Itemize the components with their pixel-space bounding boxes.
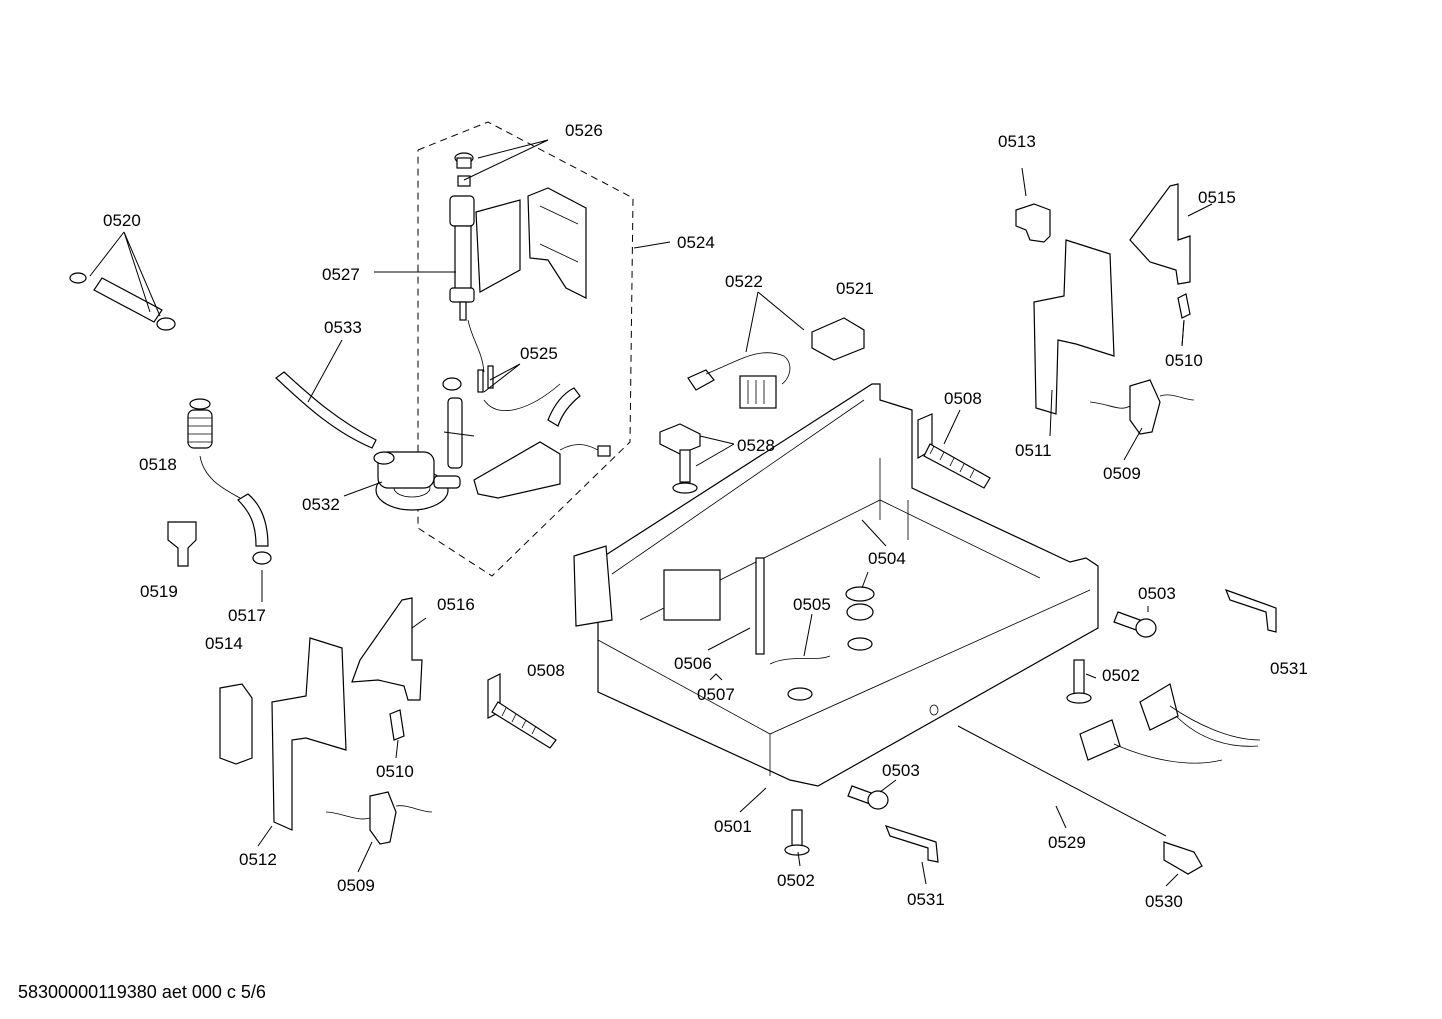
callout-0525: 0525 [520, 344, 558, 363]
callout-0513: 0513 [998, 132, 1036, 151]
part-0513-clip [1015, 203, 1051, 243]
part-wiring-harness [1079, 683, 1261, 764]
callout-0502-bottom: 0502 [777, 871, 815, 890]
part-0531-rail-right [1224, 588, 1277, 633]
callout-0506: 0506 [674, 654, 712, 673]
callout-0517: 0517 [228, 606, 266, 625]
callout-0508-top: 0508 [944, 389, 982, 408]
part-0510-clip-bottom [389, 709, 405, 741]
callout-0502-right: 0502 [1102, 666, 1140, 685]
part-0522-cable [687, 352, 791, 409]
pump-assembly-boundary [417, 121, 634, 577]
callout-0516: 0516 [437, 595, 475, 614]
callout-0509-bottom: 0509 [337, 876, 375, 895]
callout-0527: 0527 [322, 265, 360, 284]
part-0519-clip [167, 521, 197, 567]
part-0502-screw-bottom [784, 809, 810, 856]
callout-0515: 0515 [1198, 188, 1236, 207]
part-0512-bracket [271, 637, 347, 831]
part-0503-bolt-bottom [847, 785, 889, 810]
document-id-footer: 58300000119380 aet 000 c 5/6 [18, 982, 266, 1002]
callout-0532: 0532 [302, 495, 340, 514]
part-0511-bracket [1033, 239, 1115, 415]
part-0501-base [573, 383, 1099, 787]
callout-labels: 0526 0524 0527 0520 0533 0525 0518 0532 … [103, 121, 1308, 911]
part-0510-clip-top [1177, 293, 1191, 319]
part-0515-bracket [1129, 183, 1191, 285]
callout-0501: 0501 [714, 817, 752, 836]
leader-lines [89, 139, 1213, 887]
part-0508-spring-bottom [487, 673, 557, 749]
part-0532-pump [373, 451, 461, 511]
callout-0508-bottom: 0508 [527, 661, 565, 680]
callout-0512: 0512 [239, 850, 277, 869]
callout-0509-top: 0509 [1103, 464, 1141, 483]
part-0518-spring [187, 398, 213, 449]
callout-0503-bottom: 0503 [882, 761, 920, 780]
part-0525-hose-coil [473, 387, 611, 499]
part-0514-clip [219, 683, 253, 765]
part-0529-rod [957, 725, 1167, 837]
callout-0510-top: 0510 [1165, 351, 1203, 370]
callout-0503-top: 0503 [1138, 584, 1176, 603]
part-0530-cap [1163, 841, 1203, 875]
part-0508-spring-top [917, 413, 991, 489]
part-0527-valve [449, 187, 587, 373]
callout-0531-bottom: 0531 [907, 890, 945, 909]
part-0502-screw-right [1066, 659, 1092, 704]
callout-0531-right: 0531 [1270, 659, 1308, 678]
callout-0505: 0505 [793, 595, 831, 614]
part-0509-sensor-bottom [325, 791, 433, 845]
callout-0510-bottom: 0510 [376, 762, 414, 781]
callout-0511: 0511 [1015, 441, 1052, 460]
part-0526-caps [454, 152, 474, 187]
part-0520-tube [69, 272, 176, 331]
part-0516-bracket [351, 597, 423, 701]
part-0521-connector [811, 317, 865, 361]
part-0509-sensor-top [1089, 379, 1195, 435]
callout-0504: 0504 [868, 549, 906, 568]
part-0533-hose [275, 371, 377, 449]
part-0531-rail-bottom [884, 825, 939, 863]
part-0517-hose [199, 455, 272, 565]
callout-0533: 0533 [324, 318, 362, 337]
callout-0518: 0518 [139, 455, 177, 474]
callout-0529: 0529 [1048, 833, 1086, 852]
callout-0507: 0507 [697, 685, 735, 704]
callout-0522: 0522 [725, 272, 763, 291]
callout-0524: 0524 [677, 233, 715, 252]
callout-0514: 0514 [205, 634, 243, 653]
callout-0528: 0528 [737, 436, 775, 455]
callout-0526: 0526 [565, 121, 603, 140]
callout-0521: 0521 [836, 279, 874, 298]
callout-0519: 0519 [140, 582, 178, 601]
part-0528-float [659, 423, 701, 494]
part-0503-bolt-top [1113, 611, 1157, 638]
callout-0520: 0520 [103, 211, 141, 230]
callout-0530: 0530 [1145, 892, 1183, 911]
